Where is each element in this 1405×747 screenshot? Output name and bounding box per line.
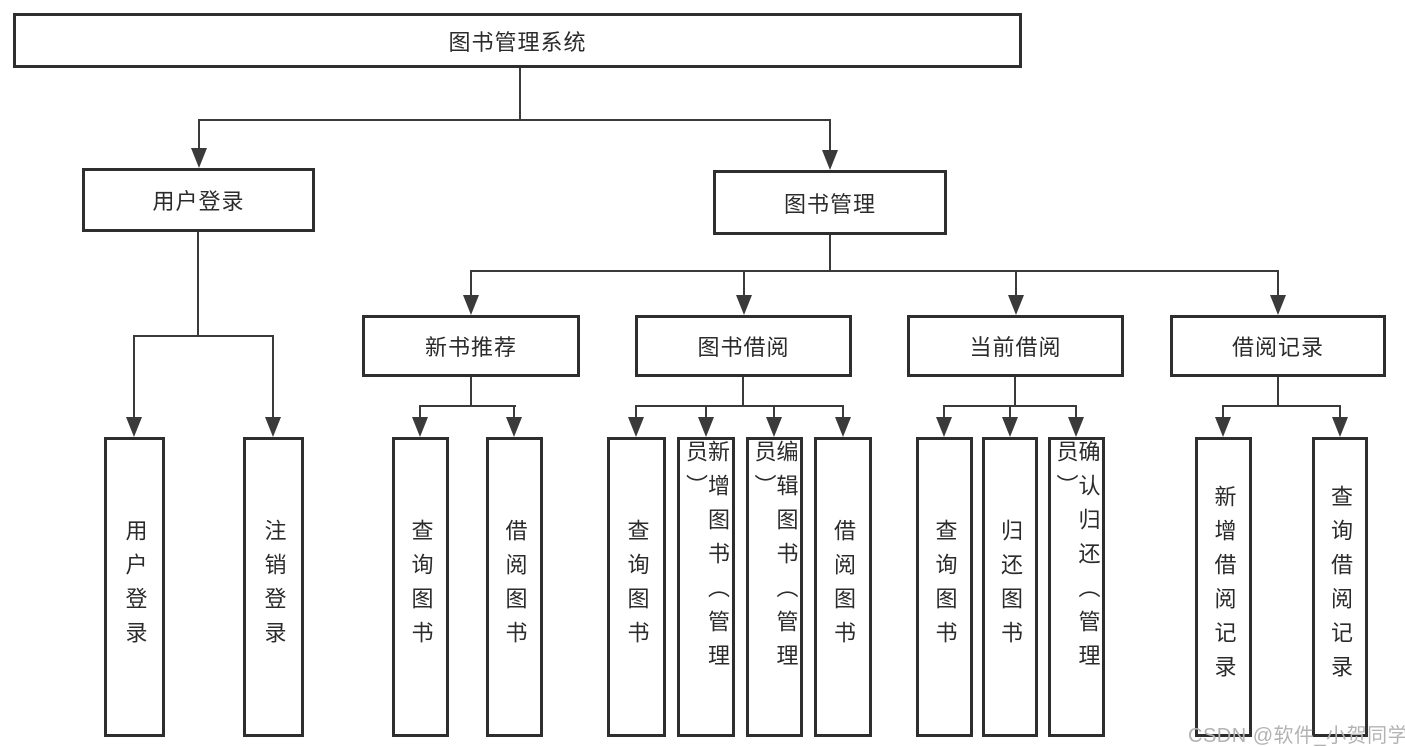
leaf-query-books-current-label: 查询图书: [932, 519, 958, 655]
arrowhead-icon: [766, 417, 782, 437]
leaf-query-books-recommend: 查询图书: [392, 437, 449, 737]
node-root: 图书管理系统: [13, 13, 1022, 68]
leaf-confirm-return-admin: 确认归还（管理员）: [1048, 437, 1105, 737]
connector-line: [133, 335, 135, 419]
node-user-login: 用户登录: [82, 168, 315, 232]
leaf-query-borrow-record: 查询借阅记录: [1312, 437, 1368, 737]
arrowhead-icon: [1068, 417, 1084, 437]
connector-line: [705, 405, 707, 419]
leaf-borrow-book-recommend-label: 借阅图书: [502, 519, 528, 655]
connector-line: [1277, 270, 1279, 297]
leaf-logout: 注销登录: [243, 437, 304, 737]
arrowhead-icon: [698, 417, 714, 437]
connector-line: [829, 119, 831, 152]
leaf-add-borrow-record-label: 新增借阅记录: [1211, 485, 1237, 689]
node-borrow-records: 借阅记录: [1170, 315, 1386, 377]
connector-line: [133, 335, 274, 337]
watermark: CSDN @软件_小贺同学: [1188, 725, 1405, 747]
connector-line: [513, 405, 515, 419]
connector-line: [272, 335, 274, 419]
connector-line: [742, 377, 744, 407]
connector-line: [943, 405, 945, 419]
connector-line: [470, 270, 1279, 272]
leaf-add-borrow-record: 新增借阅记录: [1195, 437, 1252, 737]
leaf-confirm-return-admin-label: 确认归还（管理员）: [1053, 440, 1101, 678]
connector-line: [1222, 405, 1224, 419]
node-book-management: 图书管理: [713, 170, 947, 235]
leaf-edit-book-admin-label: 编辑图书（管理员）: [751, 440, 799, 678]
arrowhead-icon: [191, 148, 207, 168]
connector-line: [842, 405, 844, 419]
connector-line: [1014, 377, 1016, 407]
connector-line: [1075, 405, 1077, 419]
node-new-book-recommend: 新书推荐: [362, 315, 580, 377]
leaf-user-login: 用户登录: [104, 437, 165, 737]
connector-line: [635, 405, 844, 407]
connector-line: [743, 270, 745, 297]
arrowhead-icon: [412, 417, 428, 437]
arrowhead-icon: [265, 417, 281, 437]
arrowhead-icon: [835, 417, 851, 437]
arrowhead-icon: [936, 417, 952, 437]
connector-line: [198, 119, 200, 150]
leaf-return-book: 归还图书: [982, 437, 1038, 737]
leaf-add-book-admin: 新增图书（管理员）: [677, 437, 735, 737]
connector-line: [519, 67, 521, 120]
arrowhead-icon: [822, 150, 838, 170]
arrowhead-icon: [1002, 417, 1018, 437]
arrowhead-icon: [1008, 295, 1024, 315]
arrowhead-icon: [628, 417, 644, 437]
connector-line: [635, 405, 637, 419]
arrowhead-icon: [506, 417, 522, 437]
leaf-query-books-recommend-label: 查询图书: [408, 519, 434, 655]
leaf-add-book-admin-label: 新增图书（管理员）: [683, 440, 730, 678]
arrowhead-icon: [1332, 417, 1348, 437]
connector-line: [470, 270, 472, 297]
arrowhead-icon: [1270, 295, 1286, 315]
arrowhead-icon: [126, 417, 142, 437]
connector-line: [470, 377, 472, 407]
leaf-borrow-book: 借阅图书: [814, 437, 872, 737]
leaf-query-books-current: 查询图书: [916, 437, 973, 737]
leaf-borrow-book-label: 借阅图书: [831, 519, 856, 655]
leaf-logout-label: 注销登录: [261, 519, 287, 655]
node-book-borrow: 图书借阅: [635, 315, 852, 377]
connector-line: [419, 405, 516, 407]
leaf-query-borrow-record-label: 查询借阅记录: [1328, 485, 1353, 689]
leaf-query-books-borrow-label: 查询图书: [624, 519, 650, 655]
leaf-user-login-label: 用户登录: [122, 519, 148, 655]
leaf-borrow-book-recommend: 借阅图书: [486, 437, 543, 737]
connector-line: [1339, 405, 1341, 419]
connector-line: [1009, 405, 1011, 419]
connector-line: [1222, 405, 1341, 407]
connector-line: [829, 235, 831, 272]
arrowhead-icon: [463, 295, 479, 315]
leaf-return-book-label: 归还图书: [998, 519, 1023, 655]
node-current-borrow: 当前借阅: [907, 315, 1124, 377]
connector-line: [1015, 270, 1017, 297]
arrowhead-icon: [1215, 417, 1231, 437]
connector-line: [198, 119, 831, 121]
connector-line: [419, 405, 421, 419]
connector-line: [197, 232, 199, 337]
connector-line: [1277, 377, 1279, 407]
leaf-edit-book-admin: 编辑图书（管理员）: [746, 437, 803, 737]
arrowhead-icon: [736, 295, 752, 315]
leaf-query-books-borrow: 查询图书: [607, 437, 666, 737]
connector-line: [773, 405, 775, 419]
